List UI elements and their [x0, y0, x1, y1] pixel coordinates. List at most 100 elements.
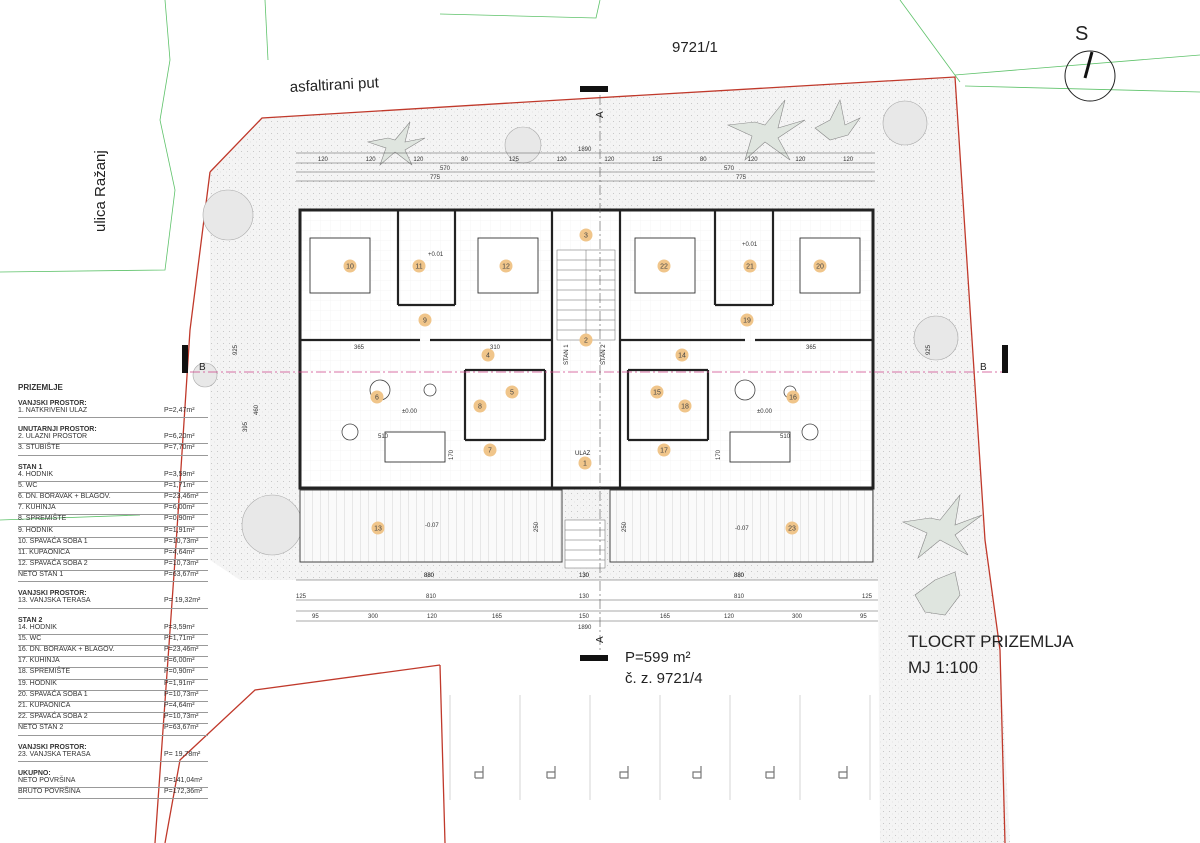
room-marker [578, 456, 592, 470]
dimension-value: 125 [509, 157, 520, 163]
room-marker [343, 259, 357, 273]
room-marker [481, 348, 495, 362]
legend-room-area: P=0,90m² [164, 668, 195, 676]
dim-interior: 510 [780, 434, 791, 440]
terrace-stan-2 [609, 489, 874, 563]
room-number: 17 [660, 448, 668, 455]
dimension-value: 120 [724, 614, 735, 620]
room-number: 6 [375, 395, 379, 402]
room-marker [786, 390, 800, 404]
dimension-value: 130 [579, 594, 590, 600]
dimension-lines-bottom [296, 579, 878, 622]
room-number: 14 [678, 353, 686, 360]
legend-room-name: 5. WC [18, 481, 38, 489]
legend-room-name: BRUTO POVRŠINA [18, 787, 81, 795]
legend-room-area: P=1,91m² [164, 679, 195, 687]
entrance-steps [564, 519, 606, 569]
section-axis-b [182, 345, 1008, 373]
dim-top-2: 570 [724, 166, 735, 172]
dim-interior: 365 [354, 345, 365, 351]
legend-room-name: 1. NATKRIVENI ULAZ [18, 407, 88, 414]
dim-interior: 365 [806, 345, 817, 351]
legend-room-name: 14. HODNIK [18, 623, 57, 631]
dimension-value: 120 [413, 157, 424, 163]
legend-room-name: 2. ULAZNI PROSTOR [18, 433, 88, 441]
elevation-mark: -0.07 [735, 526, 749, 532]
dim-interior: 250 [534, 521, 540, 532]
dimension-value: 120 [427, 614, 438, 620]
road-label: asfaltirani put [289, 74, 380, 96]
tree-icon [192, 100, 959, 556]
dimension-value: 125 [296, 594, 307, 600]
room-number: 2 [584, 338, 588, 345]
room-number: 11 [415, 264, 422, 271]
dimension-value: 120 [795, 157, 806, 163]
dimension-value: 810 [734, 594, 745, 600]
section-axis-a [580, 86, 608, 661]
dim-interior: 250 [622, 521, 628, 532]
legend-room-area: P=63,67m² [164, 571, 199, 579]
dim-interior: 310 [490, 345, 501, 351]
dining-table-icon [384, 431, 791, 463]
room-marker [418, 313, 432, 327]
room-number: 21 [746, 264, 754, 271]
plant-icon [366, 99, 983, 616]
legend-room-name: 6. DN. BORAVAK + BLAGOV. [18, 492, 111, 500]
dimension-value: 120 [318, 157, 329, 163]
room-number: 1 [583, 461, 587, 468]
room-marker [650, 385, 664, 399]
room-number: 4 [486, 353, 490, 360]
stan-1-label: STAN 1 [564, 344, 570, 365]
room-number: 13 [374, 526, 382, 533]
drawing-title: TLOCRT PRIZEMLJA [908, 632, 1074, 651]
legend-room-area: P= 19,32m² [164, 597, 201, 605]
dimension-value: 125 [862, 594, 873, 600]
legend-room-area: P=6,00m² [164, 504, 195, 512]
room-marker [370, 390, 384, 404]
legend-section-title: VANJSKI PROSTOR: [18, 590, 87, 598]
legend-room-name: 15. WC [18, 634, 42, 642]
dimension-value: 120 [748, 157, 759, 163]
dim-top-total: 1890 [578, 147, 592, 153]
dimension-value: 810 [426, 594, 437, 600]
room-number: 20 [816, 264, 824, 271]
parking-marker-icon [474, 766, 848, 779]
bed-icon [309, 237, 861, 294]
section-a-top-label: A [595, 111, 606, 118]
room-marker [505, 385, 519, 399]
street-label: ulica Ražanj [92, 150, 109, 232]
room-marker [740, 313, 754, 327]
room-marker [743, 259, 757, 273]
dim-interior: 170 [449, 449, 455, 460]
legend-room-area: P=172,36m² [164, 787, 203, 795]
legend-room-name: 11. KUPAONICA [18, 548, 70, 556]
room-marker [678, 399, 692, 413]
dim-interior: 170 [716, 449, 722, 460]
dim-interior: 880 [424, 573, 435, 579]
legend-room-name: NETO POVRŠINA [18, 776, 76, 784]
room-number: 9 [423, 318, 427, 325]
room-number: 3 [584, 233, 588, 240]
legend-room-area: P= 19,78m² [164, 750, 201, 758]
legend-room-area: P=6,00m² [164, 657, 195, 665]
legend-room-area: P=1,71m² [164, 481, 195, 489]
legend-room-area: P=4,64m² [164, 701, 195, 709]
legend-row: 7. KUHINJA P=6,00m² [18, 504, 208, 516]
legend-room-name: 7. KUHINJA [18, 504, 56, 512]
legend-room-name: 17. KUHINJA [18, 657, 60, 665]
dimension-value: 80 [700, 157, 707, 163]
room-marker [371, 521, 385, 535]
legend-room-area: P=0,90m² [164, 515, 195, 523]
